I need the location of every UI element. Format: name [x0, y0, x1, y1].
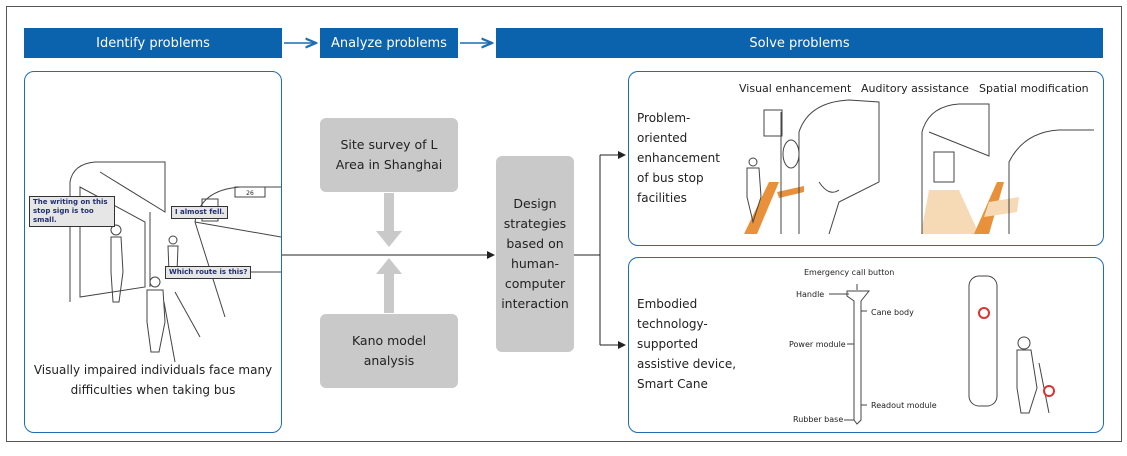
header-solve-problems: Solve problems [496, 28, 1103, 58]
bus-stop-enhancement-illustrations [744, 99, 1094, 235]
identify-caption: Visually impaired individuals face many … [33, 363, 273, 397]
label-spatial-modification: Spatial modification [979, 82, 1089, 95]
outer-frame [6, 6, 1122, 442]
bus-number: 26 [246, 190, 254, 197]
design-strategies-box: Design strategies based on human-compute… [496, 156, 574, 352]
label-auditory-assistance: Auditory assistance [861, 82, 969, 95]
label-handle: Handle [796, 290, 825, 299]
beacon-icon [978, 307, 990, 319]
solution-bus-stop-panel: Problem-oriented enhancement of bus stop… [628, 71, 1104, 246]
kano-model-box: Kano model analysis [320, 314, 458, 388]
header-analyze-problems: Analyze problems [320, 28, 458, 58]
speech-bubble-route: Which route is this? [165, 266, 252, 279]
label-cane-body: Cane body [871, 308, 914, 317]
up-arrow [376, 258, 402, 313]
solution-2-title: Embodied technology-supported assistive … [637, 297, 737, 391]
speech-bubble-sign: The writing on this stop sign is too sma… [29, 196, 115, 227]
smart-cane-diagram [829, 275, 1055, 425]
solution-smart-cane-panel: Embodied technology-supported assistive … [628, 257, 1104, 433]
bus-stop-scene-illustration: 26 [69, 161, 281, 363]
label-visual-enhancement: Visual enhancement [739, 82, 852, 95]
label-rubber-base: Rubber base [793, 415, 844, 424]
down-arrow [376, 193, 402, 247]
identify-panel: 26 The writing on this stop sign is too … [24, 71, 282, 433]
label-emergency-call-button: Emergency call button [804, 268, 895, 277]
solution-1-title: Problem-oriented enhancement of bus stop… [637, 111, 720, 205]
beacon-icon [1043, 385, 1055, 397]
header-identify-problems: Identify problems [24, 28, 282, 58]
speech-bubble-fell: I almost fell. [171, 206, 229, 219]
label-power-module: Power module [789, 340, 846, 349]
label-readout-module: Readout module [871, 401, 937, 410]
site-survey-box: Site survey of L Area in Shanghai [320, 118, 458, 192]
